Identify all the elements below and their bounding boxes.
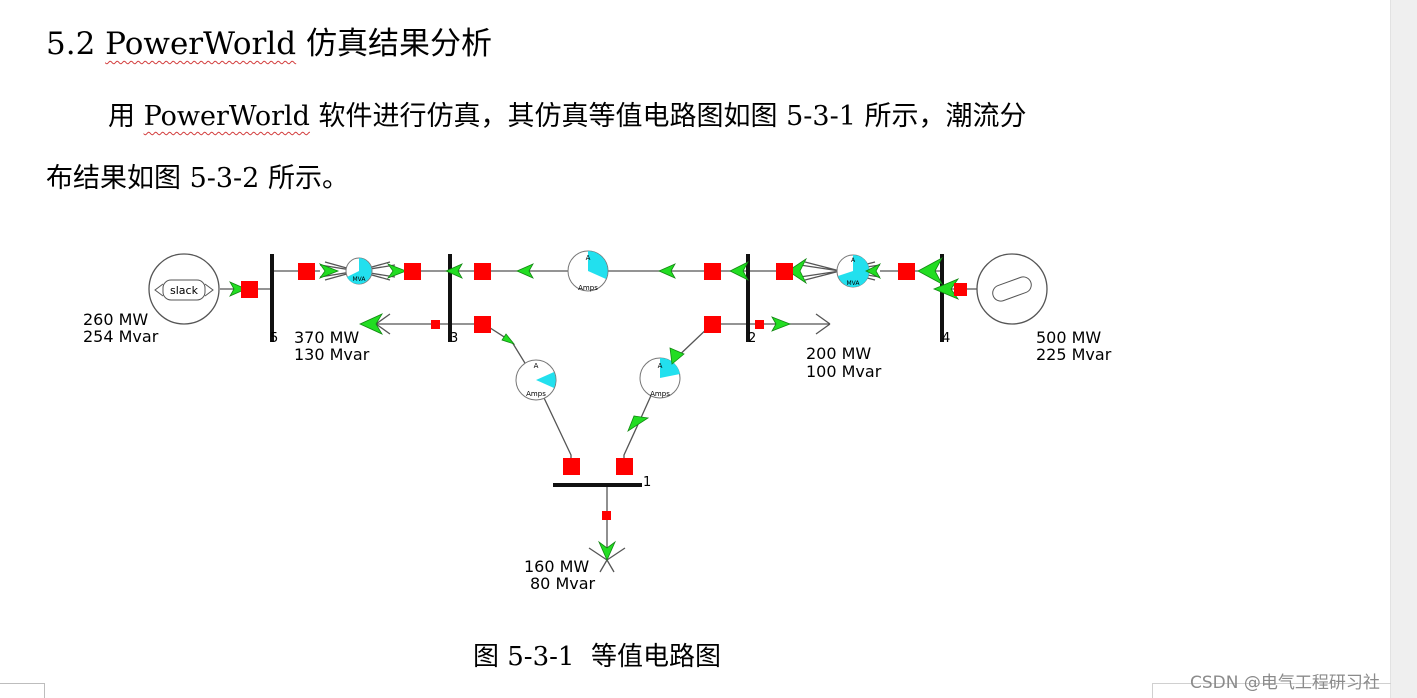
load-3-mw: 370 MW [294,328,359,347]
generator-4-icon [976,253,1048,325]
load-2-mvar: 100 Mvar [806,362,882,381]
amps-gauge-label: Amps [526,390,546,398]
mva-gauge-label: MVA [352,276,366,283]
svg-text:A: A [658,362,663,370]
section-heading: 5.2 PowerWorld 仿真结果分析 [46,26,492,62]
paragraph-line-2: 布结果如图 5-3-2 所示。 [46,163,349,194]
bus-2-label: 2 [748,331,756,346]
powerworld-term: PowerWorld [105,26,297,62]
amps-gauge-2-1: A Amps [639,357,681,399]
svg-text:A: A [534,362,539,370]
amps-gauge-label: Amps [578,284,598,292]
slack-gen-mvar: 254 Mvar [83,327,159,346]
slack-label: slack [170,284,199,297]
gen-4-mw: 500 MW [1036,328,1101,347]
load-1-mw: 160 MW [524,557,589,576]
mva-gauge-5-3: MVA [345,257,373,285]
amps-gauge-3-1: A Amps [515,359,557,401]
amps-gauge-3-2: A Amps [567,250,609,292]
paragraph-line-1: 用 PowerWorld 软件进行仿真，其仿真等值电路图如图 5-3-1 所示，… [108,101,1027,132]
figure-caption: 图 5-3-1 等值电路图 [473,642,722,672]
mva-gauge-2-4: A MVA [836,254,870,288]
load-1-mvar: 80 Mvar [530,574,596,593]
mva-gauge-label: MVA [846,280,860,287]
page-corner-mark [0,683,45,698]
svg-text:A: A [851,257,856,264]
amps-gauge-label: Amps [650,390,670,398]
load-3-mvar: 130 Mvar [294,345,370,364]
bus-3-label: 3 [450,331,458,346]
bus-4-label: 4 [942,331,950,346]
vertical-scrollbar[interactable] [1390,0,1417,698]
bus-5-label: 5 [270,331,278,346]
slack-generator-icon: slack [148,253,220,325]
page-corner-mark [1152,683,1391,698]
csdn-watermark: CSDN @电气工程研习社 [1190,673,1380,693]
slack-gen-mw: 260 MW [83,310,148,329]
powerworld-term: PowerWorld [143,101,310,132]
gen-4-mvar: 225 Mvar [1036,345,1112,364]
load-2-mw: 200 MW [806,344,871,363]
svg-text:A: A [586,254,591,262]
bus-1-label: 1 [643,475,651,490]
